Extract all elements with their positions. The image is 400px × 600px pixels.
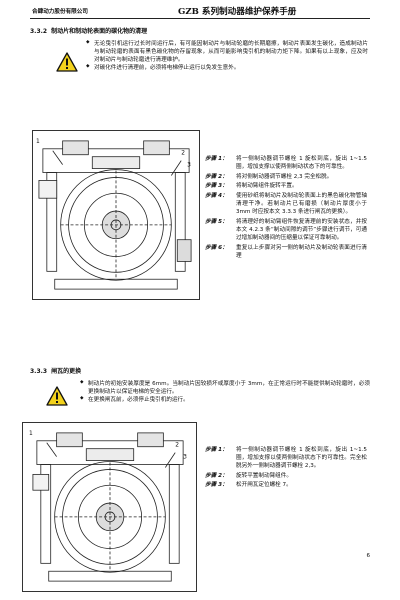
step-text: 松开闸瓦定位螺栓 7。: [236, 482, 292, 489]
bullet-item: 制动片的初始安装厚度是 6mm。当制动片因较损坏或厚度小于 3mm，在正常运行时…: [80, 380, 370, 396]
section-333-bullets: 制动片的初始安装厚度是 6mm。当制动片因较损坏或厚度小于 3mm，在正常运行时…: [80, 380, 370, 404]
step-item: 步骤 4： 使用砂纸将制动片及制动轮表面上的黑色碳化物管轴清理干净。若制动片已有…: [205, 192, 367, 216]
callout-label: 1: [36, 139, 40, 145]
callout-label: 3: [187, 163, 191, 169]
brake-drawing-1: 1 2 3: [36, 139, 192, 290]
section-332-steps: 步骤 1： 将一侧制动器调节螺栓 1 旋松到底，旋出 1~1.5 圈，增加支撑以…: [205, 155, 367, 261]
bullet-item: 对碳化件进行清理前，必须将电梯停止运行以免发生意外。: [86, 64, 368, 72]
step-label: 步骤 3：: [205, 482, 228, 489]
brake-drawing-2: 1 2 3: [29, 431, 187, 582]
step-label: 步骤 1：: [205, 156, 228, 162]
brake-diagram-1: 1 2 3: [32, 130, 200, 300]
step-text: 使用砂纸将制动片及制动轮表面上的黑色碳化物管轴清理干净。若制动片已有磨损（制动片…: [236, 192, 367, 216]
step-item: 步骤 2： 旋转平置制动臂组件。: [205, 472, 367, 480]
step-text: 将清理好的制动臂组件恢复清理前的安装状态，并按本文 4.2.3 条“制动间隙的调…: [236, 218, 367, 241]
page-number: 6: [366, 552, 370, 559]
step-label: 步骤 5：: [205, 218, 228, 225]
callout-label: 2: [175, 443, 179, 449]
step-text: 将一侧制动器调节螺栓 1 旋松到底，旋出 1~1.5 圈，增加支撑以使两侧制动状…: [236, 156, 367, 171]
warning-triangle-icon: [46, 386, 68, 406]
section-332-title: 制动片和制动轮表面的碳化物的清理: [51, 28, 148, 35]
company-name: 合肆动力股份有限公司: [32, 9, 88, 15]
step-label: 步骤 1：: [205, 447, 228, 453]
step-text: 将一侧制动器调节螺栓 1 旋松到底，旋出 1~1.5 圈，增加支撑以使两侧制动状…: [236, 447, 367, 470]
bullet-item: 无论曳引机运行过长时间运行后，有可能因制动片与制动轮磨的长期磨擦，制动片表面发生…: [86, 40, 368, 64]
callout-label: 2: [181, 151, 185, 157]
step-item: 步骤 1： 将一侧制动器调节螺栓 1 旋松到底，旋出 1~1.5 圈，增加支撑以…: [205, 446, 367, 470]
step-item: 步骤 3： 松开闸瓦定位螺栓 7。: [205, 481, 367, 489]
step-label: 步骤 4：: [205, 192, 228, 199]
warning-triangle-icon: [56, 52, 78, 72]
section-332-bullets: 无论曳引机运行过长时间运行后，有可能因制动片与制动轮磨的长期磨擦，制动片表面发生…: [86, 40, 368, 72]
callout-label: 1: [29, 431, 33, 437]
step-item: 步骤 5： 将清理好的制动臂组件恢复清理前的安装状态，并按本文 4.2.3 条“…: [205, 218, 367, 242]
step-label: 步骤 3：: [205, 183, 228, 190]
section-333-title: 闸瓦的更换: [51, 368, 82, 375]
bullet-item: 在更换闸瓦前，必须停止曳引机的运行。: [80, 396, 370, 404]
step-label: 步骤 2：: [205, 472, 228, 479]
step-text: 旋转平置制动臂组件。: [236, 472, 292, 479]
step-label: 步骤 2：: [205, 173, 228, 180]
step-item: 步骤 6： 重复以上步骤对另一侧的制动片及制动轮表面进行清理: [205, 244, 367, 260]
section-332-number: 3.3.2: [30, 28, 48, 35]
brake-diagram-2: 1 2 3: [22, 422, 197, 592]
step-text: 将制动臂组件旋转平置。: [236, 183, 298, 190]
section-333-steps: 步骤 1： 将一侧制动器调节螺栓 1 旋松到底，旋出 1~1.5 圈，增加支撑以…: [205, 446, 367, 491]
step-item: 步骤 2： 将对侧制动器调节螺栓 2,3 完全松脱。: [205, 173, 367, 181]
step-label: 步骤 6：: [205, 244, 228, 251]
document-title: GZB 系列制动器维护保养手册: [178, 7, 297, 17]
page-header: 合肆动力股份有限公司 GZB 系列制动器维护保养手册: [30, 5, 370, 19]
step-text: 将对侧制动器调节螺栓 2,3 完全松脱。: [236, 173, 333, 180]
callout-label: 3: [183, 455, 187, 461]
step-item: 步骤 1： 将一侧制动器调节螺栓 1 旋松到底，旋出 1~1.5 圈，增加支撑以…: [205, 155, 367, 171]
section-333-number: 3.3.3: [30, 368, 48, 375]
step-text: 重复以上步骤对另一侧的制动片及制动轮表面进行清理: [236, 244, 367, 259]
step-item: 步骤 3： 将制动臂组件旋转平置。: [205, 182, 367, 190]
